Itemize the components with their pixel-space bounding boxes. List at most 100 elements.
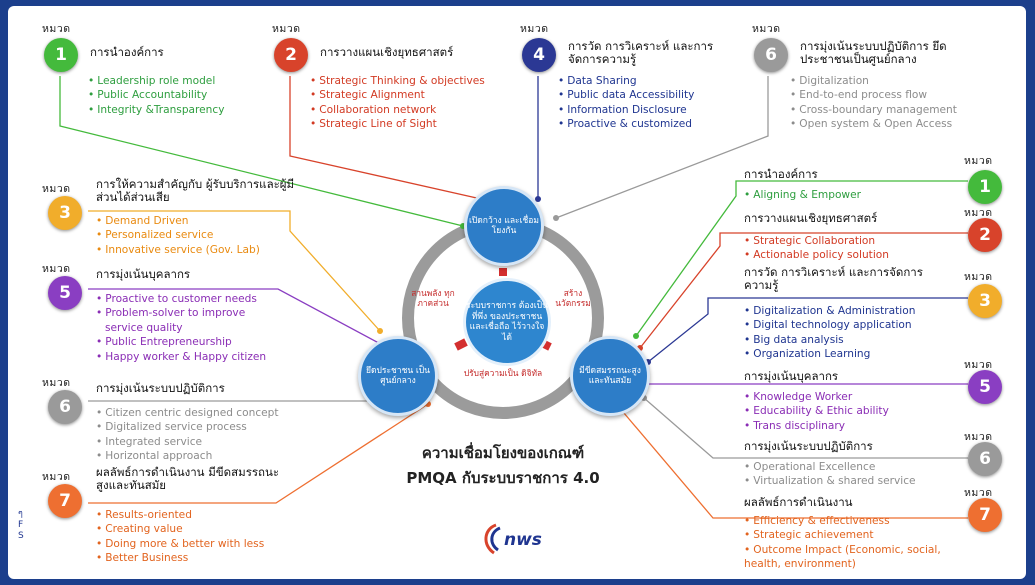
category-label: หมวด [272, 23, 301, 35]
item-list: Digitalization & Administration Digital … [744, 304, 915, 362]
category-label: หมวด [42, 183, 71, 195]
list-item: Proactive & customized [558, 117, 694, 131]
block-title: การมุ่งเน้นบุคลากร [744, 369, 839, 383]
list-item: Integrated service [96, 435, 279, 449]
item-list: Data Sharing Public data Accessibility I… [558, 74, 694, 132]
category-label: หมวด [964, 431, 993, 443]
badge-6: 6 [754, 38, 788, 72]
hub-center: ระบบราชการ ต้องเป็นที่พึ่ง ของประชาชน แล… [463, 278, 551, 366]
connector-top-1 [59, 76, 464, 227]
hub-node-right: มีขีดสมรรถนะสูง และทันสมัย [570, 336, 650, 416]
list-item: Proactive to customer needs [96, 292, 266, 306]
block-title: การวางแผนเชิงยุทธศาสตร์ [744, 211, 878, 225]
list-item: Knowledge Worker [744, 390, 889, 404]
list-item: Open system & Open Access [790, 117, 957, 131]
list-item: Public Accountability [88, 88, 225, 102]
badge-2: 2 [968, 218, 1002, 252]
list-item: Aligning & Empower [744, 188, 861, 202]
list-item: Public data Accessibility [558, 88, 694, 102]
connector-right-2 [639, 232, 968, 349]
badge-1: 1 [44, 38, 78, 72]
diagram-frame: หมวด 1 การนำองค์การ Leadership role mode… [8, 6, 1026, 579]
block-title: การให้ความสำคัญกับ ผู้รับบริการและผู้มีส… [96, 177, 295, 204]
list-item: Efficiency & effectiveness [744, 514, 974, 528]
badge-3: 3 [48, 196, 82, 230]
category-label: หมวด [964, 207, 993, 219]
badge-5: 5 [48, 276, 82, 310]
badge-1: 1 [968, 170, 1002, 204]
list-item: Citizen centric designed concept [96, 406, 278, 420]
connector-left-5 [88, 288, 389, 349]
badge-4: 4 [522, 38, 556, 72]
list-item: Strategic Thinking & objectives [310, 74, 485, 88]
list-item: Big data analysis [744, 333, 915, 347]
item-list: Strategic Thinking & objectives Strategi… [310, 74, 485, 132]
list-item: Public Entrepreneurship [96, 335, 266, 349]
item-list: Demand Driven Personalized service Innov… [96, 214, 260, 257]
connector-left-3 [88, 210, 381, 332]
badge-6: 6 [48, 390, 82, 424]
list-item: Trans disciplinary [744, 419, 889, 433]
list-item: Virtualization & shared service [744, 474, 915, 488]
block-title: การมุ่งเน้นบุคลากร [96, 267, 191, 281]
category-label: หมวด [964, 487, 993, 499]
category-label: หมวด [42, 377, 71, 389]
list-item: Digitalization & Administration [744, 304, 915, 318]
list-item: Collaboration network [310, 103, 485, 117]
list-item: Personalized service [96, 228, 260, 242]
category-label: หมวด [752, 23, 781, 35]
block-title: การวัด การวิเคราะห์ และการจัดการความรู้ [568, 39, 714, 66]
item-list: Strategic Collaboration Actionable polic… [744, 234, 889, 263]
item-list: Aligning & Empower [744, 188, 861, 202]
list-item: Integrity &Transparency [88, 103, 224, 117]
list-item: Outcome Impact (Economic, social, health… [744, 543, 974, 572]
list-item: End-to-end process flow [790, 88, 957, 102]
category-label: หมวด [964, 271, 993, 283]
hub-node-left: ยึดประชาชน เป็นศูนย์กลาง [358, 336, 438, 416]
list-item: Data Sharing [558, 74, 694, 88]
item-list: Efficiency & effectiveness Strategic ach… [744, 514, 974, 572]
item-list: Proactive to customer needs Problem-solv… [96, 292, 266, 364]
list-item: Strategic Alignment [310, 88, 485, 102]
connector-top-2 [289, 76, 491, 202]
nws-logo-icon [484, 523, 501, 555]
list-item: Digitalization [790, 74, 957, 88]
list-item: Actionable policy solution [744, 248, 889, 262]
badge-6: 6 [968, 442, 1002, 476]
block-title: การวัด การวิเคราะห์ และการจัดการความรู้ [744, 265, 923, 292]
connector-left-7 [88, 403, 429, 504]
block-title: การวางแผนเชิงยุทธศาสตร์ [320, 45, 454, 59]
list-item: Educability & Ethic ability [744, 404, 889, 418]
logo-text: nws [504, 530, 542, 550]
list-item: Doing more & better with less [96, 537, 264, 551]
category-label: หมวด [42, 23, 71, 35]
list-item: Happy worker & Happy citizen [96, 350, 266, 364]
list-item: Strategic Collaboration [744, 234, 889, 248]
connector-right-6 [643, 397, 968, 459]
block-title: การมุ่งเน้นระบบปฏิบัติการ [96, 381, 225, 395]
item-list: Citizen centric designed concept Digital… [96, 406, 279, 464]
list-item: Demand Driven [96, 214, 260, 228]
caption-line-2: PMQA กับระบบราชการ 4.0 [406, 469, 600, 487]
category-label: หมวด [964, 359, 993, 371]
arc-label-bottom: ปรับสู่ความเป็น ดิจิทัล [463, 368, 543, 378]
list-item: Digitalized service process [96, 420, 279, 434]
badge-5: 5 [968, 370, 1002, 404]
badge-2: 2 [274, 38, 308, 72]
list-item: Organization Learning [744, 347, 915, 361]
list-item: Operational Excellence [744, 460, 916, 474]
arc-label-right: สร้าง นวัตกรรม [555, 288, 591, 308]
block-title: ผลลัพธ์การดำเนินงาน [744, 495, 853, 509]
block-title: ผลลัพธ์การดำเนินงาน มีขีดสมรรถนะสูงและทั… [96, 465, 280, 492]
list-item: Creating value [96, 522, 264, 536]
block-title: การนำองค์การ [90, 45, 164, 59]
category-label: หมวด [520, 23, 549, 35]
badge-7: 7 [48, 484, 82, 518]
list-item: Cross-boundary management [790, 103, 957, 117]
list-item: Innovative service (Gov. Lab) [96, 243, 260, 257]
block-title: การมุ่งเน้นระบบปฏิบัติการ ยึดประชาชนเป็น… [800, 39, 947, 66]
hub-node-top: เปิดกว้าง และเชื่อมโยงกัน [464, 186, 544, 266]
category-label: หมวด [42, 263, 71, 275]
list-item: Strategic achievement [744, 528, 974, 542]
block-title: การมุ่งเน้นระบบปฏิบัติการ [744, 439, 873, 453]
